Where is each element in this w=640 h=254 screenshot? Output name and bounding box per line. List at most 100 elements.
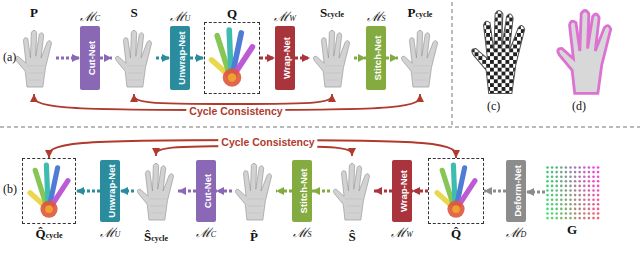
module-symbol: ℳC bbox=[80, 10, 100, 24]
flow-arrow bbox=[156, 57, 170, 60]
flow-arrow bbox=[412, 190, 428, 193]
panel-label: (c) bbox=[487, 99, 500, 113]
grid-point bbox=[588, 175, 591, 178]
grid-point bbox=[588, 212, 591, 215]
grid-point bbox=[569, 212, 572, 215]
grid-point bbox=[551, 208, 554, 211]
grid-point bbox=[574, 208, 577, 211]
flow-arrow bbox=[190, 57, 204, 60]
grid-point bbox=[565, 198, 568, 201]
node-heading: Scycle bbox=[320, 6, 344, 20]
grid-point bbox=[560, 194, 563, 197]
module-symbol: ℳW bbox=[391, 226, 413, 240]
shape-figure: Scycle bbox=[310, 22, 354, 94]
param-map-box: Q̂ bbox=[428, 158, 484, 224]
grid-point bbox=[565, 208, 568, 211]
grid-point bbox=[578, 217, 581, 220]
grid-point bbox=[551, 198, 554, 201]
grid-point bbox=[560, 175, 563, 178]
shape-figure: P bbox=[12, 22, 56, 94]
grid-point bbox=[560, 198, 563, 201]
grid-point bbox=[592, 217, 595, 220]
grid-point bbox=[565, 175, 568, 178]
node-heading: Pcycle bbox=[408, 6, 433, 20]
grid-point bbox=[569, 185, 572, 188]
flow-arrow bbox=[76, 190, 100, 193]
grid-point bbox=[565, 203, 568, 206]
network-box: Deform-NetℳD bbox=[506, 160, 526, 222]
grid-point bbox=[597, 175, 600, 178]
grid-point bbox=[583, 189, 586, 192]
grid-point bbox=[565, 166, 568, 169]
grid-point bbox=[546, 198, 549, 201]
network-box: Unwrap-NetℳU bbox=[100, 160, 120, 222]
grid-point bbox=[569, 203, 572, 206]
grid-point bbox=[583, 212, 586, 215]
node-heading: P bbox=[30, 6, 38, 20]
grid-point bbox=[555, 212, 558, 215]
grid-point bbox=[569, 208, 572, 211]
grid-point bbox=[588, 180, 591, 183]
grid-point bbox=[583, 203, 586, 206]
grid-point bbox=[555, 208, 558, 211]
grid-point bbox=[551, 203, 554, 206]
seam-hand bbox=[558, 11, 611, 94]
flow-arrow bbox=[276, 190, 292, 193]
network-name: Deform-Net bbox=[513, 165, 523, 217]
flow-arrow bbox=[526, 191, 545, 194]
grid-point bbox=[546, 203, 549, 206]
grid-point bbox=[551, 217, 554, 220]
grid-point bbox=[569, 194, 572, 197]
hand-mesh bbox=[401, 30, 437, 87]
grid-point bbox=[583, 208, 586, 211]
flow-arrow bbox=[354, 57, 366, 60]
grid-point bbox=[592, 208, 595, 211]
flat-map bbox=[437, 165, 475, 218]
grid-point bbox=[569, 217, 572, 220]
grid-point bbox=[574, 166, 577, 169]
grid-point bbox=[583, 198, 586, 201]
grid-point bbox=[597, 208, 600, 211]
grid-point bbox=[583, 180, 586, 183]
grid-point bbox=[546, 180, 549, 183]
hand-mesh bbox=[115, 30, 151, 87]
flat-map bbox=[212, 30, 253, 87]
flow-arrow bbox=[295, 57, 310, 60]
flow-arrow bbox=[216, 190, 232, 193]
grid-point bbox=[574, 203, 577, 206]
grid-point bbox=[597, 185, 600, 188]
node-heading: Ŝ bbox=[348, 230, 355, 244]
grid-point bbox=[578, 185, 581, 188]
grid-point bbox=[555, 185, 558, 188]
grid-point bbox=[578, 180, 581, 183]
node-heading: Ŝcycle bbox=[144, 230, 168, 244]
param-map-box: Q bbox=[204, 22, 260, 94]
network-name: Cut-Net bbox=[203, 174, 213, 208]
grid-point bbox=[597, 180, 600, 183]
grid-point bbox=[592, 180, 595, 183]
grid-point bbox=[588, 203, 591, 206]
param-map-box: Q̂cycle bbox=[22, 158, 76, 224]
grid-point bbox=[578, 189, 581, 192]
network-name: Cut-Net bbox=[87, 41, 97, 75]
grid-point bbox=[588, 198, 591, 201]
network-name: Stitch-Net bbox=[373, 36, 383, 81]
grid-point bbox=[583, 217, 586, 220]
network-name: Unwrap-Net bbox=[177, 31, 187, 84]
grid-point bbox=[592, 171, 595, 174]
grid-point bbox=[555, 175, 558, 178]
shape-figure: S bbox=[112, 22, 156, 94]
grid-point bbox=[583, 175, 586, 178]
flow-arrow bbox=[386, 57, 398, 60]
shape-figure: G bbox=[545, 165, 599, 219]
grid-point bbox=[574, 194, 577, 197]
grid-point bbox=[588, 217, 591, 220]
grid-point bbox=[578, 208, 581, 211]
shape-figure: Ŝ bbox=[330, 156, 374, 226]
grid-point bbox=[546, 189, 549, 192]
grid-point bbox=[578, 198, 581, 201]
flow-arrow bbox=[260, 57, 275, 60]
grid-point bbox=[560, 171, 563, 174]
grid-point bbox=[588, 208, 591, 211]
